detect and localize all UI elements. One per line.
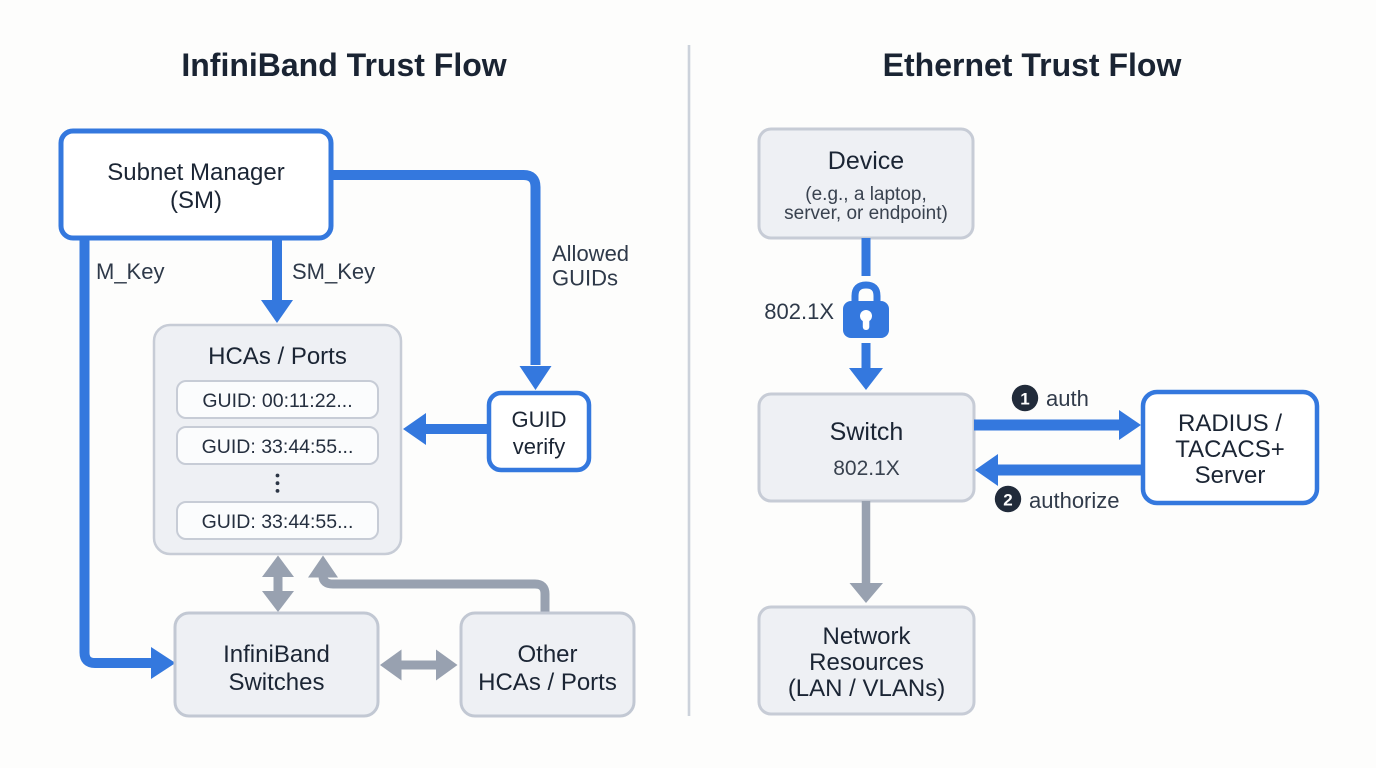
svg-text:TACACS+: TACACS+ — [1175, 436, 1285, 463]
svg-text:Other: Other — [517, 641, 577, 668]
svg-text:Allowed: Allowed — [552, 241, 629, 266]
svg-text:auth: auth — [1046, 386, 1089, 411]
svg-text:InfiniBand: InfiniBand — [223, 641, 330, 668]
svg-text:authorize: authorize — [1029, 488, 1120, 513]
svg-text:GUID: 33:44:55...: GUID: 33:44:55... — [202, 436, 354, 458]
svg-text:Switch: Switch — [830, 418, 904, 446]
svg-text:(e.g., a laptop,: (e.g., a laptop, — [805, 184, 926, 205]
svg-text:Ethernet Trust Flow: Ethernet Trust Flow — [883, 47, 1182, 83]
svg-text:802.1X: 802.1X — [764, 299, 834, 324]
svg-text:HCAs / Ports: HCAs / Ports — [478, 669, 617, 696]
svg-text:InfiniBand Trust Flow: InfiniBand Trust Flow — [181, 47, 506, 83]
svg-text:GUID: 00:11:22...: GUID: 00:11:22... — [202, 390, 352, 412]
svg-text:GUID: 33:44:55...: GUID: 33:44:55... — [202, 511, 354, 533]
svg-text:1: 1 — [1020, 390, 1029, 409]
svg-text:Subnet Manager: Subnet Manager — [107, 159, 284, 186]
svg-text:RADIUS /: RADIUS / — [1178, 410, 1282, 437]
svg-text:GUID: GUID — [512, 407, 567, 432]
svg-text:Device: Device — [828, 147, 904, 175]
svg-text:M_Key: M_Key — [96, 259, 164, 284]
svg-text:(SM): (SM) — [170, 187, 222, 214]
svg-text:verify: verify — [513, 434, 566, 459]
svg-text:Server: Server — [1195, 462, 1266, 489]
svg-text:802.1X: 802.1X — [833, 457, 900, 480]
svg-text:GUIDs: GUIDs — [552, 266, 618, 291]
svg-text:HCAs / Ports: HCAs / Ports — [208, 343, 347, 370]
svg-text:Network: Network — [822, 623, 911, 650]
svg-text:Switches: Switches — [228, 669, 324, 696]
svg-text:SM_Key: SM_Key — [292, 259, 375, 284]
svg-text:server, or endpoint): server, or endpoint) — [784, 203, 948, 224]
svg-text:2: 2 — [1003, 491, 1012, 510]
svg-text:Resources: Resources — [809, 649, 924, 676]
svg-text:(LAN / VLANs): (LAN / VLANs) — [788, 675, 945, 702]
